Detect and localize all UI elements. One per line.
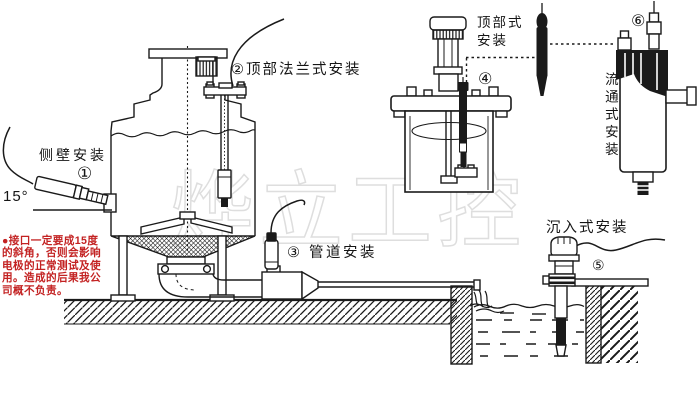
- pit-right-wall: [585, 284, 602, 364]
- pipeline: [158, 199, 481, 301]
- electrode: [536, 3, 616, 96]
- flow-through-cell: [616, 1, 697, 195]
- waterfall: [469, 289, 505, 314]
- side-wall-probe: [2, 126, 117, 213]
- label-submersion-install: 沉入式安装: [546, 220, 629, 236]
- main-tank: [110, 46, 256, 302]
- probe1-cable: [2, 126, 34, 185]
- probe3-cable: [270, 199, 306, 234]
- pit-kerb: [571, 278, 649, 287]
- top-flange-probe: [203, 18, 285, 207]
- label-side-wall-install: 侧壁安装: [39, 147, 107, 163]
- probe4: [457, 77, 469, 167]
- number-1-badge: ①: [77, 164, 93, 183]
- label-top-type-install: 顶部式 安装: [477, 15, 524, 48]
- probe5-cable: [575, 238, 666, 252]
- submersion-probe: [542, 236, 666, 357]
- label-top-flange-install: ②顶部法兰式安装: [231, 62, 362, 78]
- agitator-paddle: [140, 211, 233, 235]
- number-6-badge: ⑥: [631, 13, 646, 30]
- vessel-flange-plate: [390, 95, 512, 112]
- tank-legs: [110, 235, 235, 302]
- pipe-probe: [264, 199, 306, 270]
- tank-bottom-flange: [157, 263, 215, 275]
- label-pipe-install: ③ 管道安装: [287, 245, 378, 261]
- top-mount-vessel: [390, 16, 535, 193]
- ground-hatch: [64, 298, 457, 325]
- water-surface: [473, 303, 585, 309]
- liquid-level-wave: [110, 129, 256, 138]
- water-dashes: [476, 312, 584, 357]
- label-flow-through-install: 流通式安装: [602, 72, 618, 160]
- tank-motor: [195, 56, 218, 77]
- number-4-badge: ④: [478, 71, 493, 88]
- pit-outer-hatch: [601, 286, 638, 363]
- pit: [450, 236, 666, 365]
- label-angle-15deg: 15°: [3, 188, 29, 205]
- warning-note: ●接口一定要成15度 的斜角，否则会影响 电极的正常测试及使 用。造成的后果我公…: [2, 235, 101, 297]
- tank-lid: [148, 48, 228, 59]
- pipe-sensor-housing: [261, 271, 303, 300]
- pit-left-wall: [450, 285, 473, 365]
- probe2-cable: [230, 18, 285, 87]
- flow-cell-cap: [616, 50, 668, 97]
- flow-cell-outlet: [665, 89, 689, 104]
- electrode-tip: [221, 198, 228, 207]
- number-5-badge: ⑤: [592, 257, 605, 273]
